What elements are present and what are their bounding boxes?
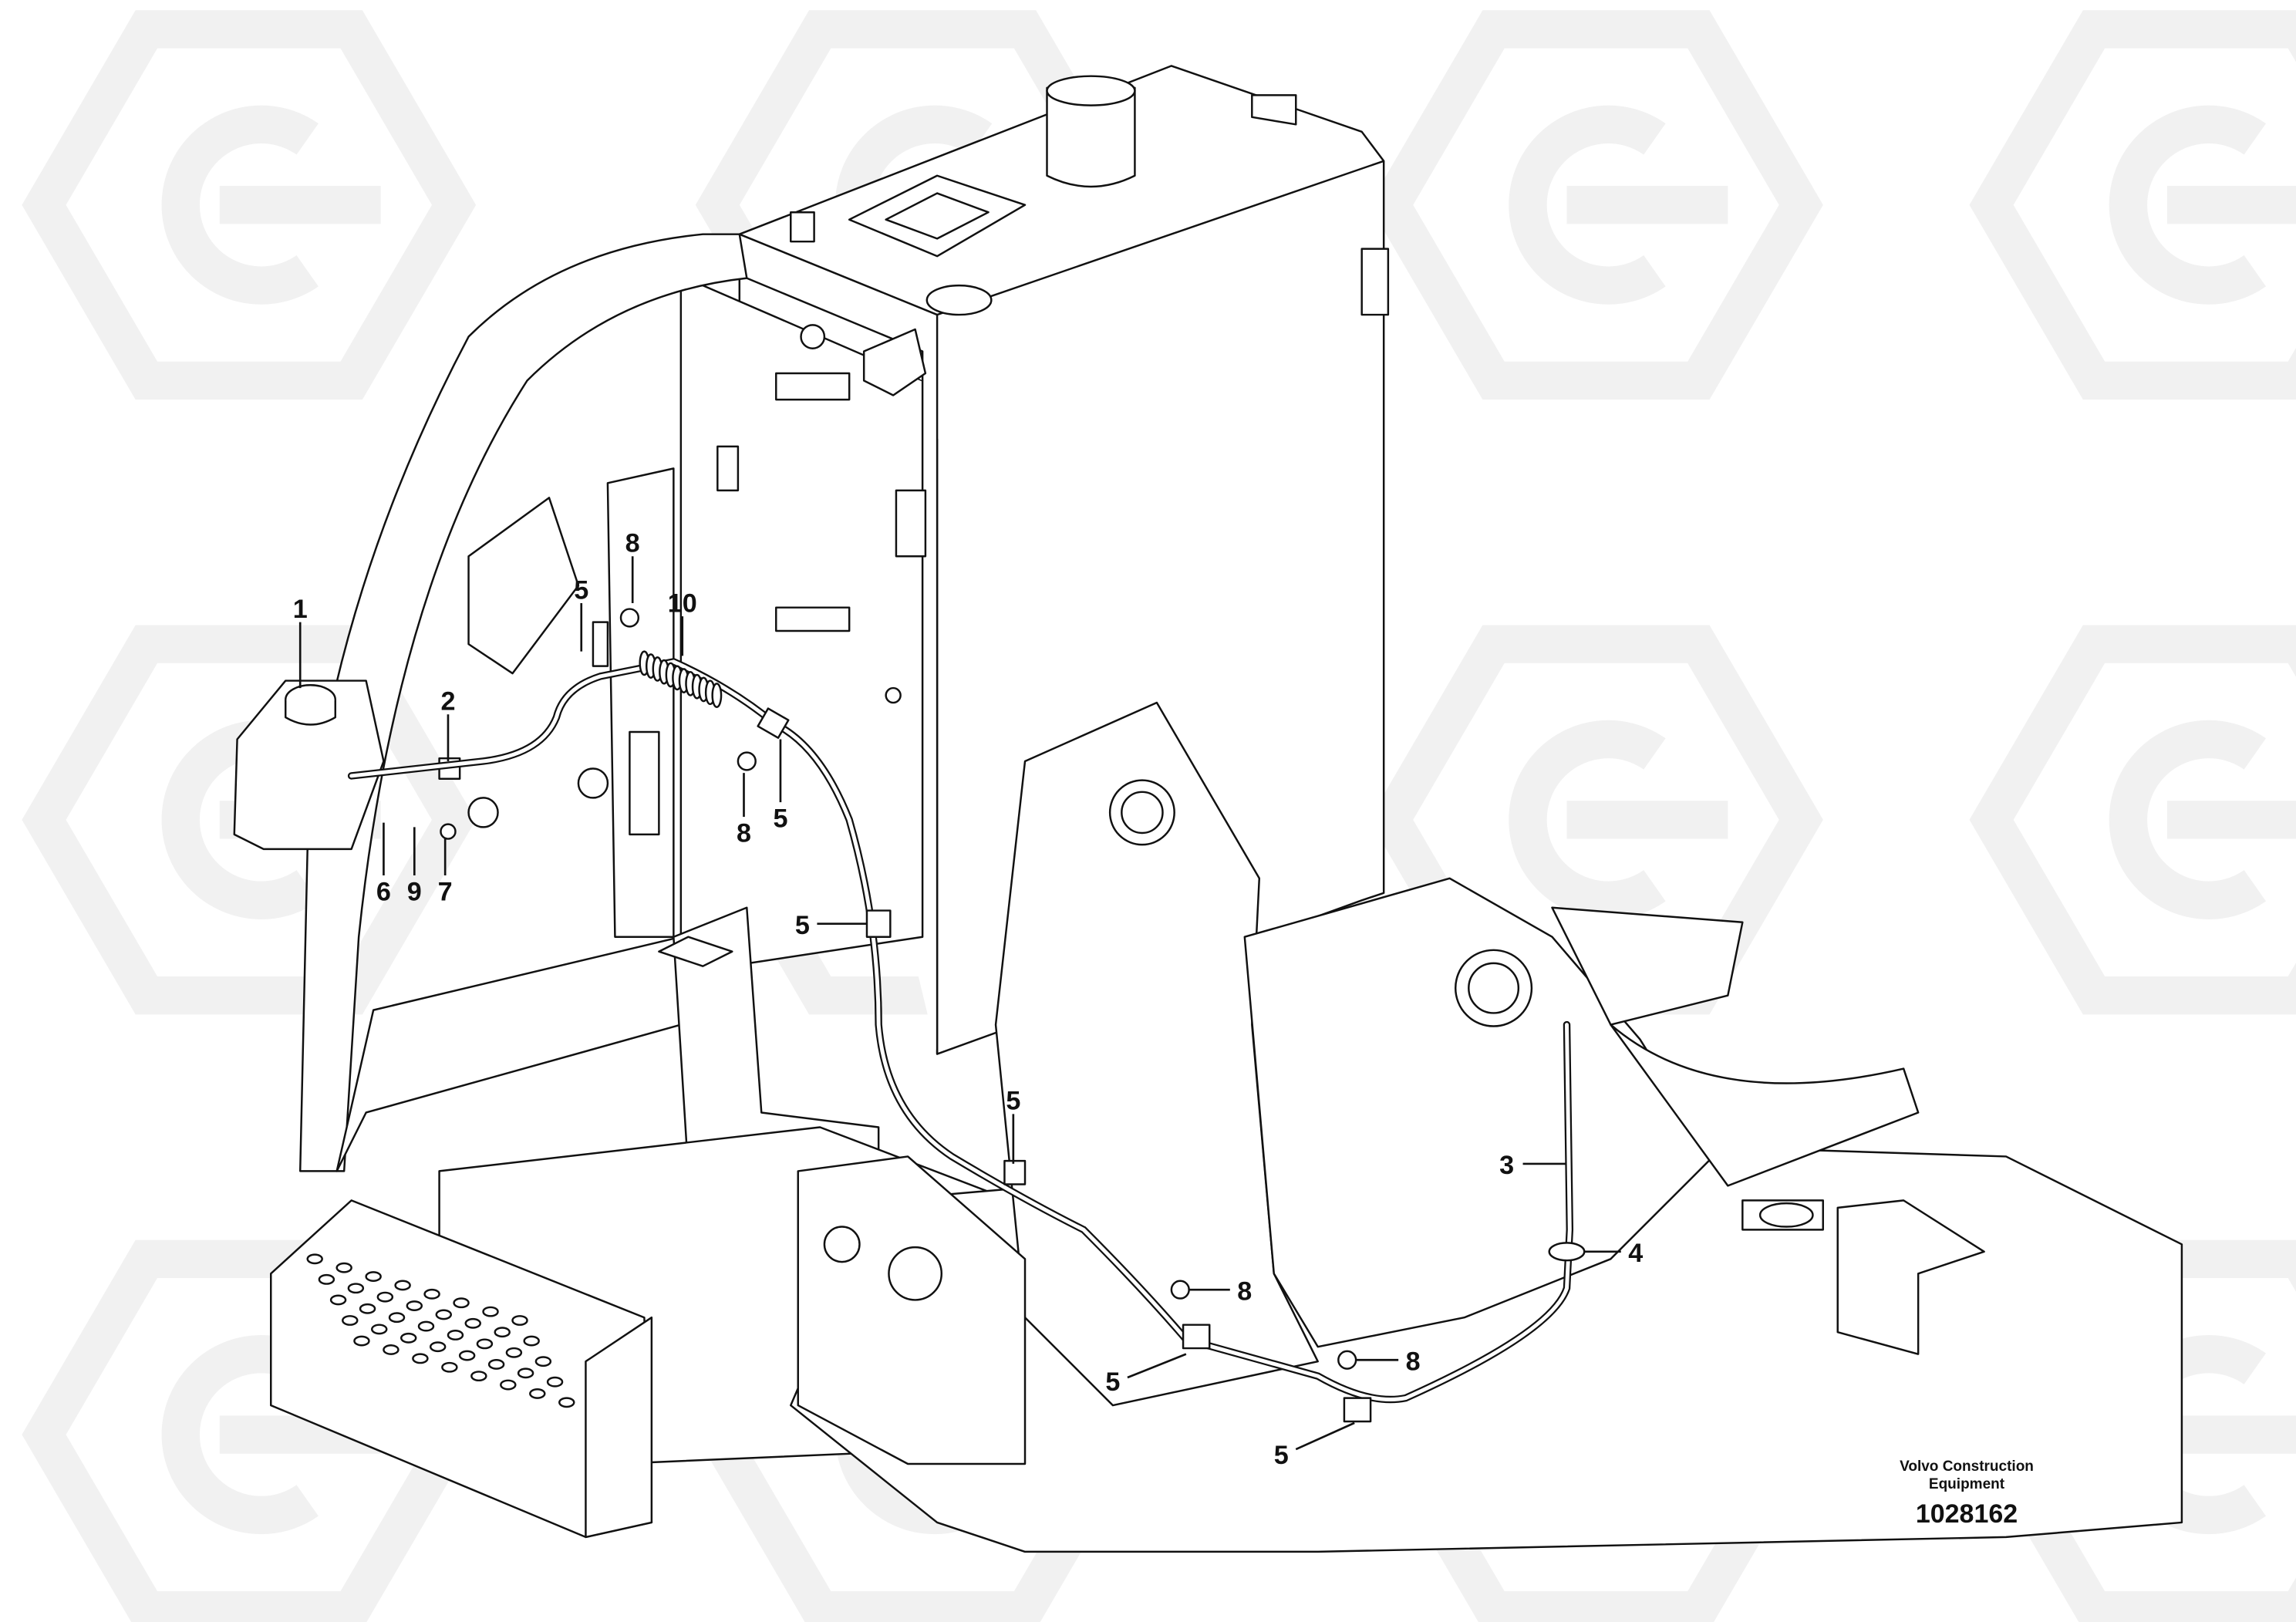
- step-hole: [482, 1306, 499, 1317]
- step-hole: [388, 1312, 406, 1324]
- step-hole: [447, 1330, 464, 1340]
- machine-drawing: [233, 65, 2183, 1553]
- watermark-logo: [1369, 10, 1823, 400]
- drawing-number: 1028162: [1915, 1499, 2018, 1529]
- callout-5: 5: [1006, 1087, 1020, 1116]
- callout-5: 5: [1274, 1441, 1289, 1470]
- step-hole: [517, 1367, 534, 1379]
- callout-5: 5: [1105, 1367, 1120, 1397]
- step-hole: [546, 1376, 564, 1388]
- callout-10: 10: [668, 588, 697, 618]
- callout-5: 5: [574, 575, 588, 605]
- drawing-credit: Volvo Construction Equipment 1028162: [1882, 1458, 2052, 1529]
- callout-8: 8: [737, 818, 751, 848]
- step-hole: [487, 1359, 505, 1370]
- step-hole: [534, 1356, 552, 1367]
- callout-8: 8: [625, 529, 640, 558]
- step-hole: [470, 1371, 487, 1382]
- step-hole: [523, 1335, 540, 1347]
- step-hole: [406, 1300, 423, 1311]
- step-hole: [394, 1280, 411, 1291]
- company-name-line2: Equipment: [1928, 1476, 2005, 1492]
- step-hole: [376, 1291, 394, 1303]
- step-hole: [365, 1271, 382, 1282]
- step-hole: [306, 1253, 323, 1265]
- callout-5: 5: [773, 804, 787, 833]
- step-hole: [412, 1353, 429, 1364]
- callout-7: 7: [438, 877, 453, 906]
- step-hole: [423, 1288, 440, 1300]
- step-hole: [429, 1341, 447, 1353]
- hose-coil-ring: [711, 683, 723, 708]
- callout-4: 4: [1628, 1239, 1643, 1268]
- step-hole: [371, 1324, 388, 1335]
- step-hole: [529, 1388, 546, 1399]
- step-hole: [494, 1327, 511, 1338]
- step-hole: [353, 1335, 370, 1347]
- step-hole: [453, 1297, 470, 1309]
- callout-6: 6: [376, 877, 391, 906]
- callout-9: 9: [407, 877, 422, 906]
- step-hole: [347, 1283, 365, 1294]
- washer-hose: [347, 650, 1586, 1423]
- callout-2: 2: [440, 687, 455, 717]
- company-name-line1: Volvo Construction: [1900, 1458, 2034, 1475]
- watermark-logo: [1969, 625, 2296, 1015]
- step-hole: [329, 1294, 347, 1306]
- callout-1: 1: [293, 595, 308, 624]
- callout-leaders: [298, 556, 1621, 1451]
- step-hole: [511, 1315, 528, 1326]
- step-hole: [441, 1361, 458, 1373]
- callout-8: 8: [1406, 1347, 1421, 1377]
- step-hole: [500, 1379, 517, 1391]
- step-hole: [383, 1344, 400, 1355]
- callout-5: 5: [795, 911, 810, 940]
- step-hole: [558, 1397, 575, 1408]
- step-hole: [476, 1338, 494, 1350]
- callouts: 1 2 5 8 10 6 9 7 8 5 5 5 3 4 8 5 8 5: [293, 529, 1644, 1470]
- step-hole: [417, 1320, 435, 1332]
- step-hole: [318, 1273, 335, 1285]
- step-hole: [342, 1315, 359, 1326]
- callout-3: 3: [1499, 1151, 1514, 1180]
- step-hole: [505, 1347, 523, 1358]
- watermark-logo: [1969, 10, 2296, 400]
- step-hole: [464, 1317, 481, 1329]
- step-hole: [335, 1262, 352, 1273]
- step-hole: [458, 1350, 476, 1361]
- callout-8: 8: [1237, 1276, 1252, 1306]
- watermark-logo: [22, 10, 477, 400]
- step-hole: [359, 1303, 376, 1314]
- step-hole: [435, 1309, 453, 1320]
- step-hole: [400, 1332, 417, 1344]
